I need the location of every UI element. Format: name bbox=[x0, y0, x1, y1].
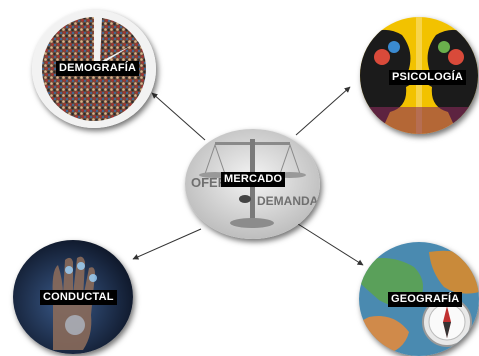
node-psicologia bbox=[360, 17, 478, 134]
heads-gears-image bbox=[360, 17, 478, 134]
label-psicologia: PSICOLOGÍA bbox=[389, 70, 467, 85]
label-mercado: MERCADO bbox=[221, 172, 286, 187]
label-geografia: GEOGRAFÍA bbox=[388, 292, 463, 307]
label-conductal: CONDUCTAL bbox=[40, 290, 117, 305]
label-demografia: DEMOGRAFÍA bbox=[56, 61, 140, 76]
demanda-image-text: DEMANDA bbox=[257, 194, 319, 208]
arrow-to-psicologia bbox=[295, 86, 351, 136]
